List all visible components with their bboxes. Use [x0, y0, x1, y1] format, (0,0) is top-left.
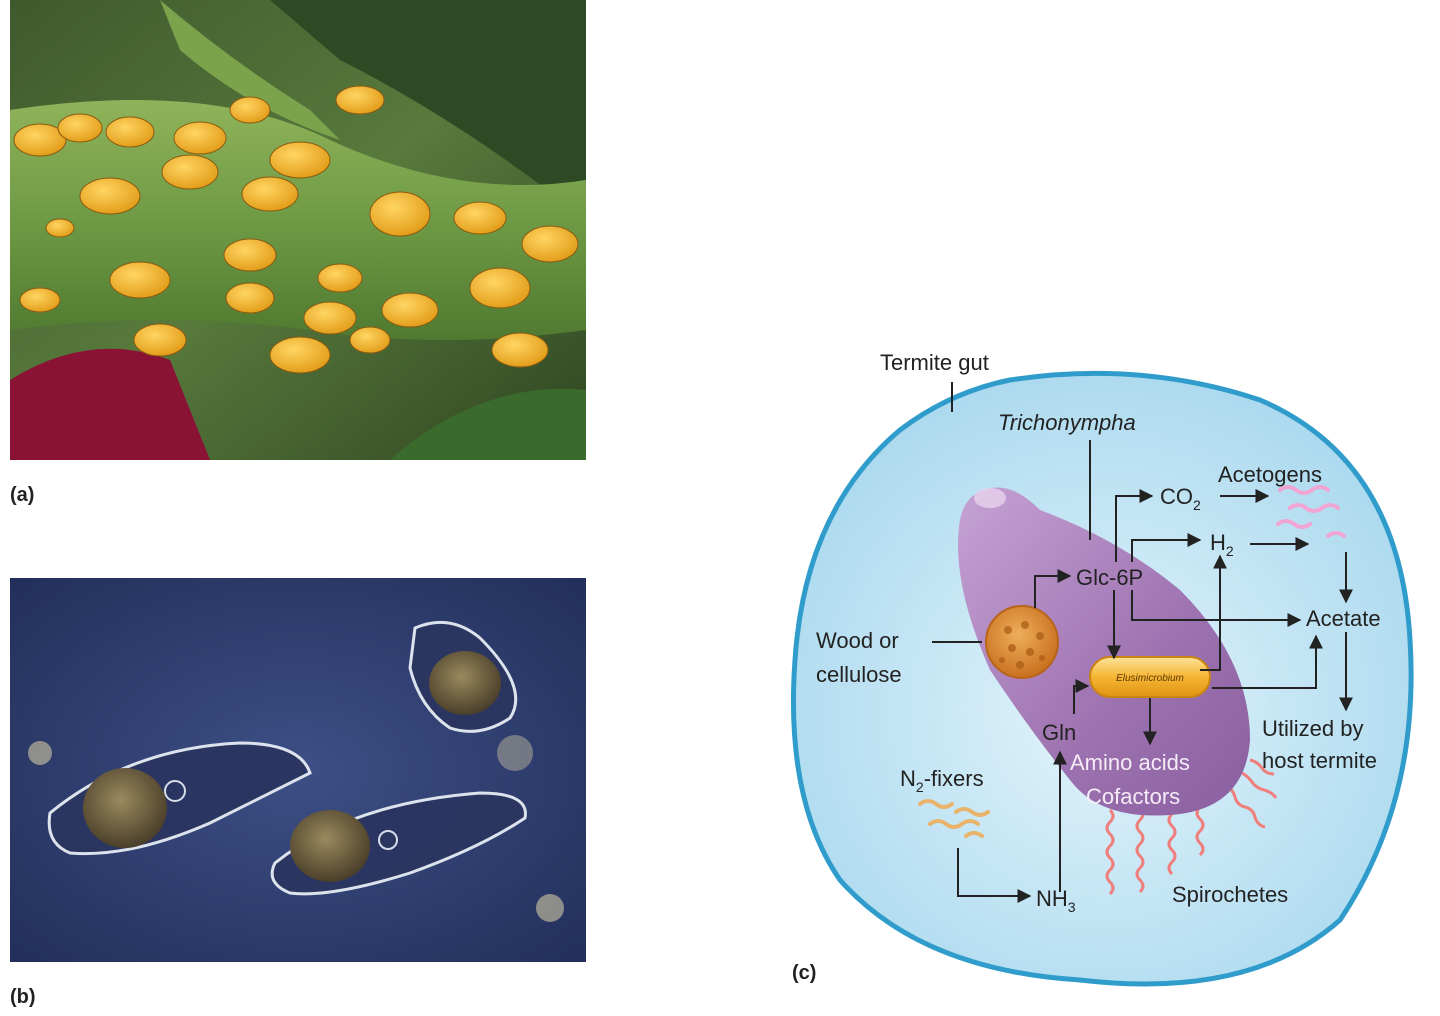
elusimicrobium-label: Elusimicrobium [1116, 673, 1184, 684]
wood-label-line1: Wood or [816, 628, 899, 653]
h2-label: H2 [1210, 530, 1234, 559]
trichonympha-cell [958, 487, 1250, 816]
gln-label: Gln [1042, 720, 1076, 745]
amino-acids-label: Amino acids [1070, 750, 1190, 775]
acetogens-label: Acetogens [1218, 462, 1322, 487]
termite-gut-label: Termite gut [880, 350, 989, 375]
glc6p-label: Glc-6P [1076, 565, 1143, 590]
nh3-label: NH3 [1036, 886, 1076, 915]
acetogens [1276, 485, 1346, 538]
cofactors-label: Cofactors [1086, 784, 1180, 809]
elusimicrobium-cell: Elusimicrobium [1089, 656, 1211, 698]
wood-label-line2: cellulose [816, 662, 902, 687]
spirochetes-label: Spirochetes [1172, 882, 1288, 907]
utilized-label-line2: host termite [1262, 748, 1377, 773]
termite-gut-diagram: Elusimicrobium [780, 340, 1440, 1016]
n2-fixers [918, 799, 990, 838]
acetate-label: Acetate [1306, 606, 1381, 631]
trichonympha-label: Trichonympha [998, 410, 1136, 435]
utilized-label-line1: Utilized by [1262, 716, 1363, 741]
photo-aphids [10, 0, 586, 460]
panel-label-b: (b) [10, 986, 36, 1008]
n2-fixers-label: N2-fixers [900, 766, 984, 795]
panel-label-c: (c) [792, 962, 817, 984]
wood-particle [985, 605, 1059, 679]
photo-micrograph [10, 578, 586, 962]
panel-label-a: (a) [10, 484, 35, 506]
co2-label: CO2 [1160, 484, 1201, 513]
